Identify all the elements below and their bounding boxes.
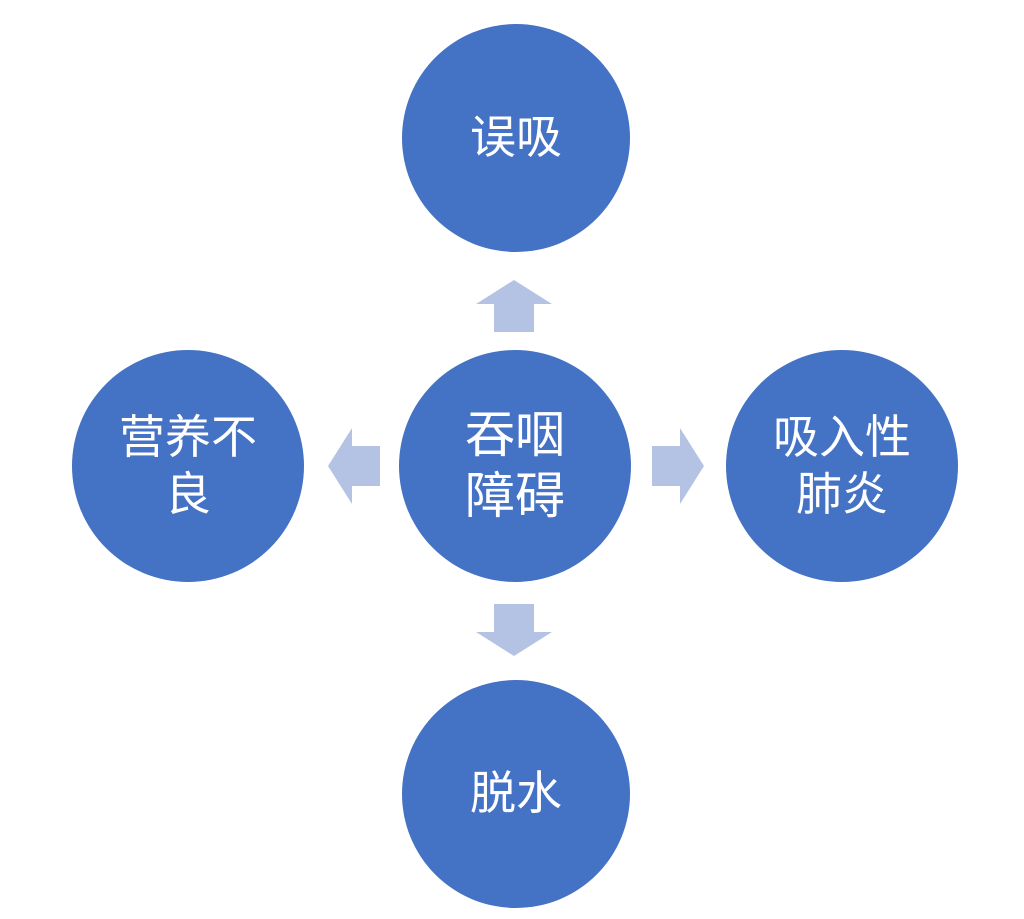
node-left-label: 营养不 良 [119,409,257,522]
arrow-right-icon [652,428,704,504]
node-right-label: 吸入性 肺炎 [773,409,911,522]
node-center-label: 吞咽 障碍 [465,406,565,525]
node-left-circle: 营养不 良 [72,350,304,582]
arrow-left-icon [328,428,380,504]
node-center-circle: 吞咽 障碍 [399,350,631,582]
arrow-down-icon [476,604,552,656]
node-top-circle: 误吸 [402,24,630,252]
arrow-up-icon [476,280,552,332]
node-right-circle: 吸入性 肺炎 [726,350,958,582]
node-bottom-label: 脱水 [470,766,562,821]
node-bottom-circle: 脱水 [402,680,630,908]
node-top-label: 误吸 [470,110,562,165]
